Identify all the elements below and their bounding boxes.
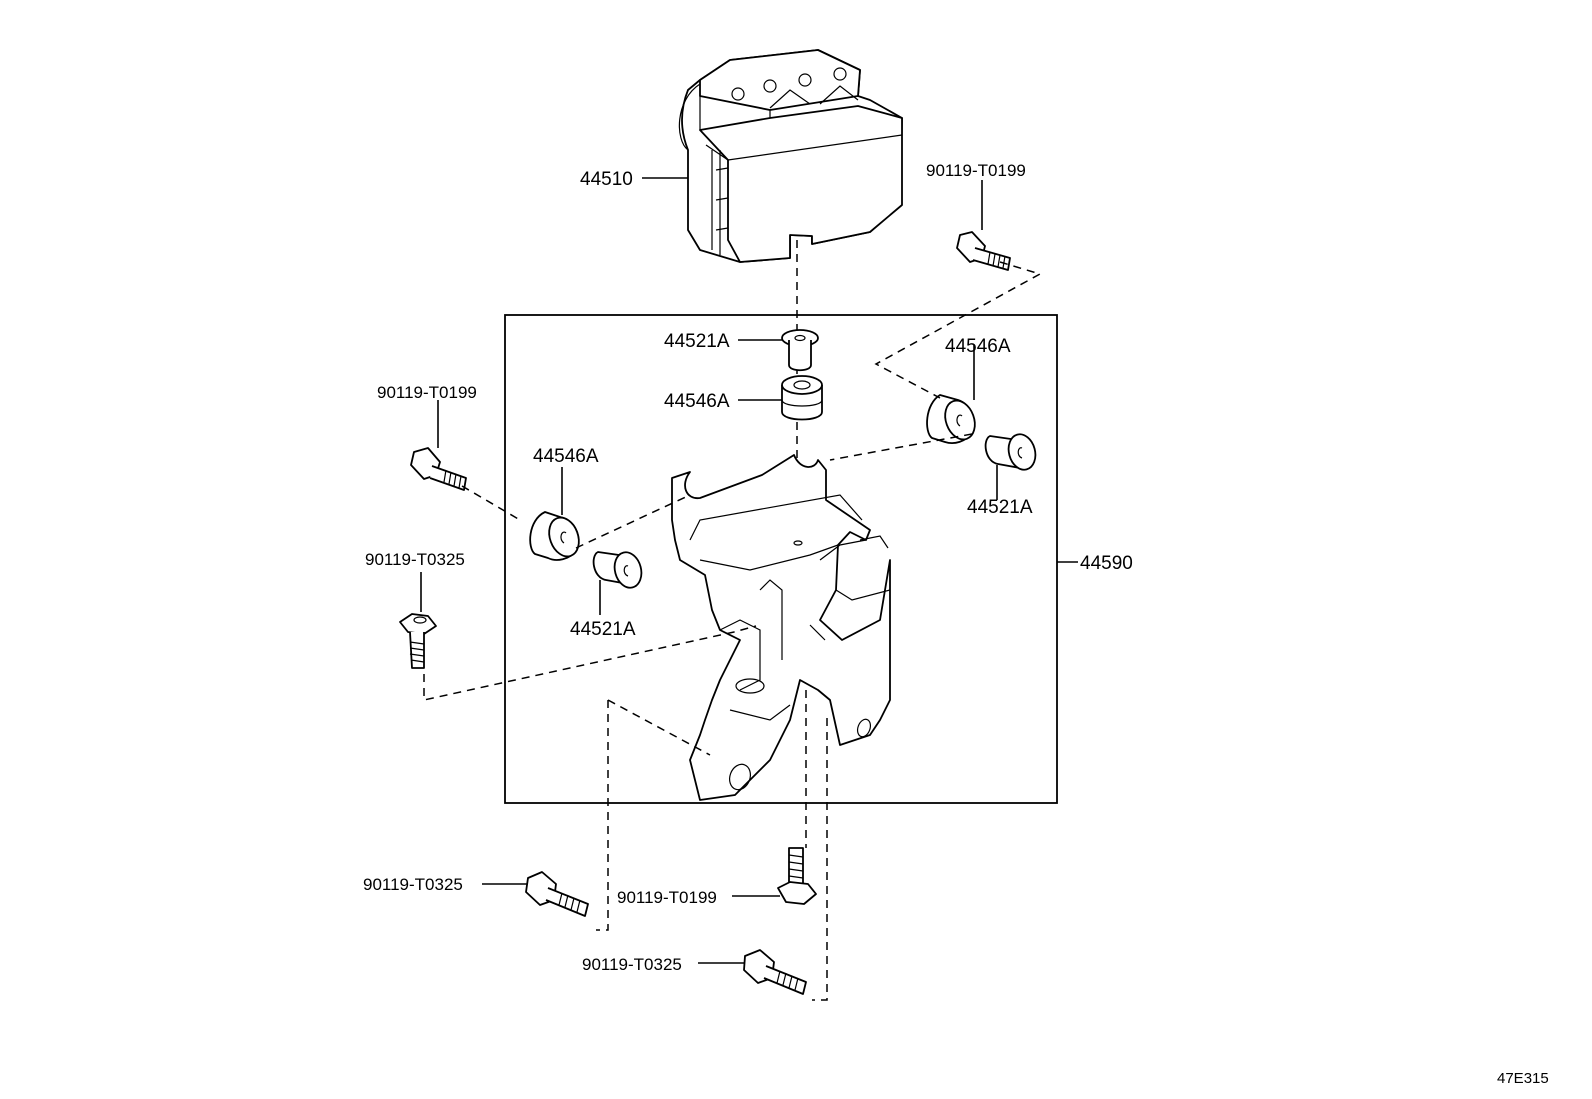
bracket-assy-frame <box>504 314 1058 804</box>
bolt-bottom-left-label: 90119-T0325 <box>363 875 463 894</box>
cushion-top-label: 44546A <box>664 391 730 412</box>
collar-left-part[interactable] <box>592 549 646 591</box>
bolt-top-right-part[interactable] <box>956 231 1011 271</box>
bolt-bottom-center-label: 90119-T0199 <box>617 888 717 907</box>
bolt-left-upper-label: 90119-T0199 <box>377 383 477 402</box>
bolt-bottom-right-label: 90119-T0325 <box>582 955 682 974</box>
bolt-bottom-left-part[interactable] <box>525 871 589 917</box>
collar-top-part[interactable] <box>781 329 819 372</box>
bolt-bottom-center-part[interactable] <box>777 847 817 905</box>
bolt-bottom-right-part[interactable] <box>743 949 807 995</box>
cushion-top-part[interactable] <box>781 375 823 421</box>
bolt-left-middle-label: 90119-T0325 <box>365 550 465 569</box>
bolt-top-right-label: 90119-T0199 <box>926 161 1026 180</box>
abs-actuator-part[interactable] <box>678 49 903 263</box>
cushion-right-label: 44546A <box>945 336 1011 357</box>
cushion-right-part[interactable] <box>926 394 980 445</box>
collar-top-label: 44521A <box>664 331 730 352</box>
illustration-code: 47E315 <box>1497 1070 1549 1087</box>
bracket-assy-label: 44590 <box>1080 553 1133 574</box>
abs-actuator-label: 44510 <box>580 169 633 190</box>
bracket-part[interactable] <box>671 454 891 801</box>
cushion-left-label: 44546A <box>533 446 599 467</box>
bolt-left-middle-part[interactable] <box>399 613 437 669</box>
collar-left-label: 44521A <box>570 619 636 640</box>
assembly-dashed-lines <box>423 261 1042 1001</box>
bolt-left-upper-part[interactable] <box>410 447 467 491</box>
collar-right-label: 44521A <box>967 497 1033 518</box>
collar-right-part[interactable] <box>984 431 1040 473</box>
cushion-left-part[interactable] <box>529 511 584 561</box>
